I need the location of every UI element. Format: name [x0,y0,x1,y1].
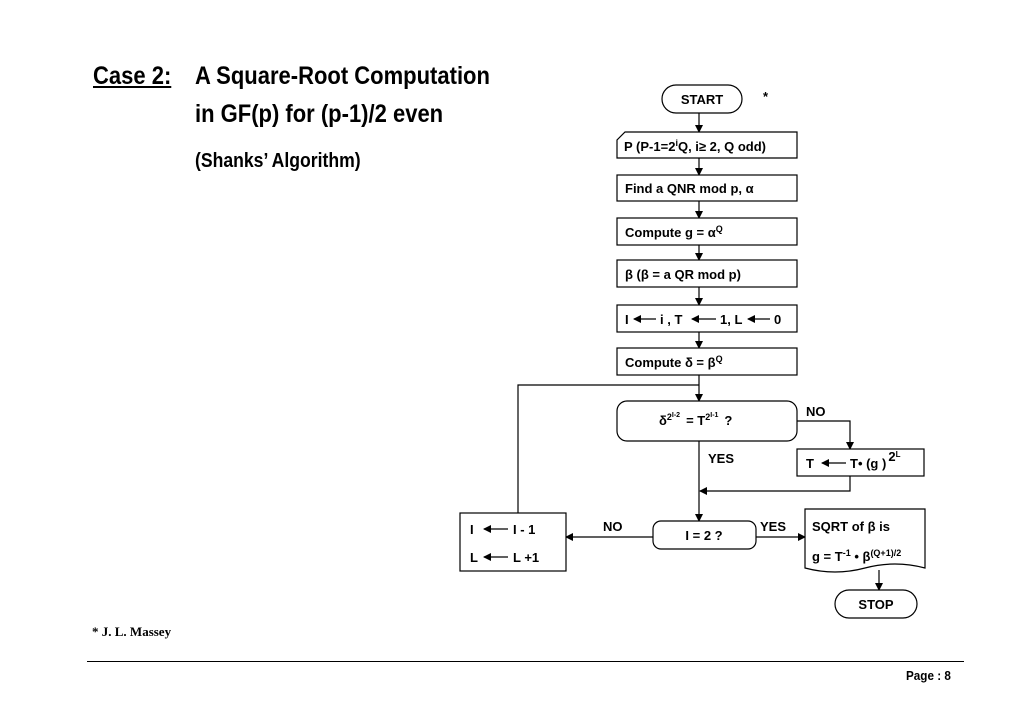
output-line-1: SQRT of β is [812,519,890,534]
compute-delta-box [616,347,798,376]
output-line-2: g = T-1 • β(Q+1)/2 [812,548,901,564]
stop-label: STOP [858,597,893,612]
input-box [616,131,798,159]
init-l-label: 1, L [720,312,742,327]
update-t-rhs: T• (g )2L [850,449,901,471]
loop-line1-b: I - 1 [513,522,535,537]
update-t-box [796,448,925,477]
init-i-label: I [625,312,629,327]
yes-label-2: YES [760,519,786,534]
loop-box [459,512,567,572]
check-box [652,520,757,550]
start-footnote-marker: * [763,89,769,104]
loop-line2-b: L +1 [513,550,539,565]
input-label: P (P-1=2iQ, i≥ 2, Q odd) [624,138,766,154]
qnr-box [616,174,798,202]
compute-g-box [616,217,798,246]
no-label-2: NO [603,519,623,534]
beta-label: β (β = a QR mod p) [625,267,741,282]
page-number: Page : 8 [906,668,951,683]
stop-terminal [834,589,918,619]
start-terminal [661,84,743,114]
arrow-update-merge [699,476,851,495]
compute-delta-label: Compute δ = βQ [625,354,723,370]
loop-back-line [517,384,699,513]
loop-line2-a: L [470,550,478,565]
compute-g-label: Compute g = αQ [625,224,723,240]
subtitle: (Shanks’ Algorithm) [195,150,361,172]
title-line-2: in GF(p) for (p-1)/2 even [195,100,444,128]
test-label: δ2I-2= T2I-1? [659,412,732,428]
arrow-no-update [797,420,854,450]
qnr-label: Find a QNR mod p, α [625,181,754,196]
beta-box [616,259,798,288]
footnote: * J. L. Massey [92,624,172,639]
init-l-value: 0 [774,312,781,327]
no-label-1: NO [806,404,826,419]
loop-line1-a: I [470,522,474,537]
init-t-label: i , T [660,312,682,327]
output-box [804,508,926,573]
check-label: I = 2 ? [685,528,722,543]
title-line-1: A Square-Root Computation [195,62,490,90]
case-label: Case 2: [93,62,172,90]
update-t-lhs: T [806,456,814,471]
footer-divider [87,661,964,662]
yes-label-1: YES [708,451,734,466]
start-label: START [681,92,723,107]
